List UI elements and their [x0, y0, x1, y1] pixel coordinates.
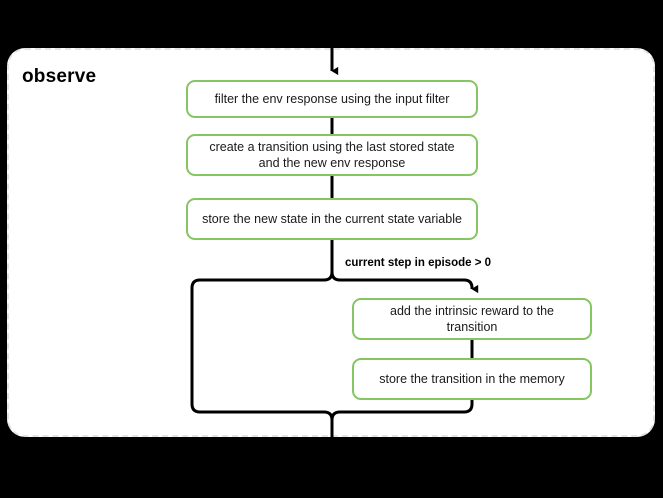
node-create-transition[interactable]: create a transition using the last store…	[186, 134, 478, 176]
node-add-intrinsic-reward[interactable]: add the intrinsic reward to the transiti…	[352, 298, 592, 340]
node-filter-env-response[interactable]: filter the env response using the input …	[186, 80, 478, 118]
group-title-observe: observe	[22, 66, 97, 87]
node-store-transition-in-memory[interactable]: store the transition in the memory	[352, 358, 592, 400]
edge-label-current-step-condition: current step in episode > 0	[345, 257, 492, 269]
node-store-new-state[interactable]: store the new state in the current state…	[186, 198, 478, 240]
